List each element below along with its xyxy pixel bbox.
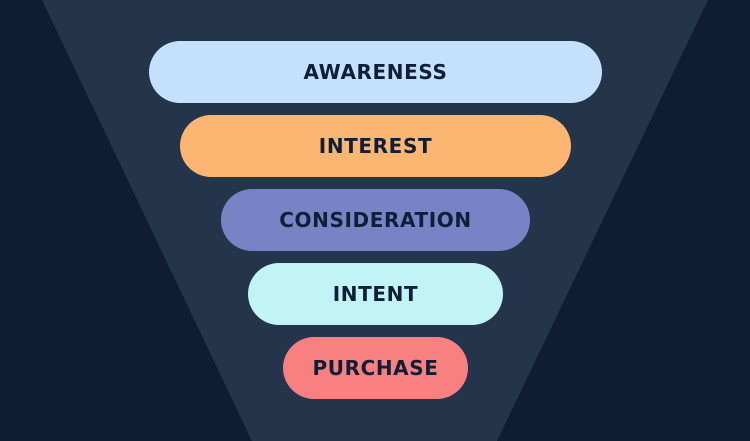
stage-label-intent: INTENT — [332, 282, 419, 306]
stage-label-awareness: AWARENESS — [303, 60, 448, 84]
stage-label-consideration: CONSIDERATION — [279, 208, 472, 232]
funnel-stage-interest: INTEREST — [180, 115, 571, 177]
funnel-stage-consideration: CONSIDERATION — [221, 189, 530, 251]
stage-label-interest: INTEREST — [318, 134, 433, 158]
funnel-stage-intent: INTENT — [248, 263, 503, 325]
stage-label-purchase: PURCHASE — [312, 356, 439, 380]
funnel-stage-purchase: PURCHASE — [283, 337, 468, 399]
funnel-stage-awareness: AWARENESS — [149, 41, 602, 103]
